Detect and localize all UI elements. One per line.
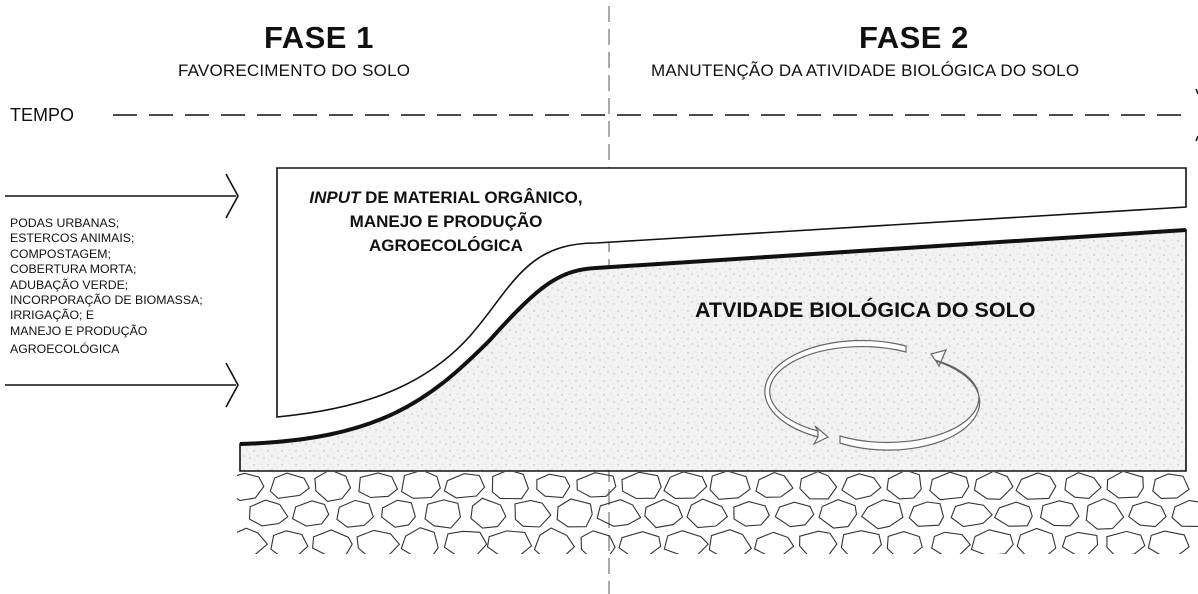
rock-shape — [973, 472, 1014, 500]
soil-activity-top-edge — [239, 228, 1187, 446]
input-box-line3: AGROECOLÓGICA — [369, 236, 523, 255]
rock-shape — [1106, 472, 1144, 499]
rock-shape — [470, 497, 507, 529]
rock-shape — [491, 472, 530, 500]
rock-shape — [621, 472, 662, 500]
rock-shape — [709, 472, 751, 500]
rock-shape — [970, 529, 1014, 554]
rock-shape — [841, 473, 882, 500]
cycle-arrows-icon — [764, 339, 981, 451]
rock-shape — [1015, 472, 1057, 500]
rock-shape — [708, 529, 753, 554]
rock-shape — [237, 527, 269, 554]
timeline-label: TEMPO — [10, 105, 75, 125]
rock-shape — [237, 472, 265, 502]
rock-shape — [486, 530, 533, 554]
rock-shape — [336, 499, 374, 528]
rock-shape — [381, 499, 416, 528]
rock-shape — [1106, 530, 1146, 554]
rock-shape — [950, 502, 993, 528]
rock-shape — [576, 472, 617, 498]
input-box-line2: MANEJO E PRODUÇÃO — [349, 212, 543, 231]
rock-shape — [1147, 530, 1190, 554]
rock-shape — [1061, 531, 1099, 554]
rock-shape — [686, 498, 729, 529]
rock-shape — [993, 501, 1033, 527]
input-item: IRRIGAÇÃO; E — [10, 308, 95, 323]
rock-shape — [556, 498, 593, 528]
rock-shape — [1128, 501, 1167, 528]
rock-shape — [580, 530, 616, 554]
input-item: ESTERCOS ANIMAIS; — [10, 231, 135, 246]
input-arrow-top — [5, 173, 239, 219]
rock-shape — [514, 499, 552, 528]
rock-shape — [618, 531, 662, 554]
input-item: AGROECOLÓGICA — [10, 342, 120, 357]
rock-shape — [663, 530, 709, 554]
phase1-subtitle: FAVORECIMENTO DO SOLO — [178, 61, 411, 80]
rock-shape — [753, 531, 795, 554]
rock-shape — [1064, 472, 1102, 499]
rock-shape — [356, 529, 401, 554]
input-arrow-bottom — [5, 362, 239, 408]
rock-shape — [886, 531, 923, 554]
rock-shape — [443, 530, 488, 554]
rock-shape — [840, 530, 882, 554]
rock-shape — [400, 472, 441, 499]
rock-shape — [1085, 498, 1125, 530]
rock-shape — [1152, 473, 1190, 499]
input-item: INCORPORAÇÃO DE BIOMASSA; — [10, 293, 203, 308]
rock-shape — [314, 472, 352, 502]
rock-shape — [536, 473, 571, 499]
phase2-subtitle: MANUTENÇÃO DA ATIVIDADE BIOLÓGICA DO SOL… — [651, 61, 1080, 80]
rock-shape — [644, 498, 684, 529]
inputs-list: PODAS URBANAS; ESTERCOS ANIMAIS; COMPOST… — [10, 216, 250, 358]
soil-activity-label: ATVIDADE BIOLÓGICA DO SOLO — [695, 298, 1036, 322]
phase2-title: FASE 2 — [859, 20, 969, 55]
rock-shape — [663, 472, 708, 499]
rock-shape — [886, 472, 922, 500]
rock-shape — [908, 501, 945, 527]
rock-shape — [733, 501, 770, 527]
phase1-title: FASE 1 — [264, 20, 374, 55]
rock-shape — [929, 472, 970, 501]
rock-shape — [755, 472, 794, 498]
input-item: ADUBAÇÃO VERDE; — [10, 277, 129, 292]
rock-shape — [799, 530, 838, 554]
rock-shape — [596, 499, 642, 527]
rock-shape — [931, 531, 971, 554]
bedrock-layer — [237, 472, 1198, 554]
rock-shape — [424, 499, 462, 529]
input-box-line1: INPUT DE MATERIAL ORGÂNICO, — [296, 186, 596, 210]
rock-shape — [799, 472, 838, 500]
rock-shape — [774, 501, 815, 528]
input-box-text: INPUT DE MATERIAL ORGÂNICO, MANEJO E PRO… — [296, 186, 596, 258]
rock-shape — [312, 529, 353, 554]
input-item: COMPOSTAGEM; — [10, 246, 111, 261]
rock-shape — [400, 527, 439, 554]
input-item: PODAS URBANAS; — [10, 216, 120, 230]
rock-shape — [291, 500, 330, 527]
input-item: MANEJO E PRODUÇÃO — [10, 323, 148, 338]
rock-shape — [1039, 500, 1080, 527]
rock-shape — [1171, 499, 1198, 528]
rock-shape — [533, 527, 576, 554]
rock-shape — [818, 499, 858, 529]
rock-shape — [269, 472, 311, 499]
rock-shape — [443, 473, 486, 499]
input-item: COBERTURA MORTA; — [10, 262, 137, 277]
rock-shape — [358, 472, 399, 499]
rock-shape — [1016, 527, 1057, 554]
rock-shape — [248, 499, 289, 527]
rock-shape — [860, 499, 904, 530]
rock-shape — [270, 530, 309, 554]
input-material-box — [276, 167, 1187, 418]
input-box-line1-rest: DE MATERIAL ORGÂNICO, — [360, 188, 583, 207]
input-box-italic: INPUT — [309, 188, 361, 207]
